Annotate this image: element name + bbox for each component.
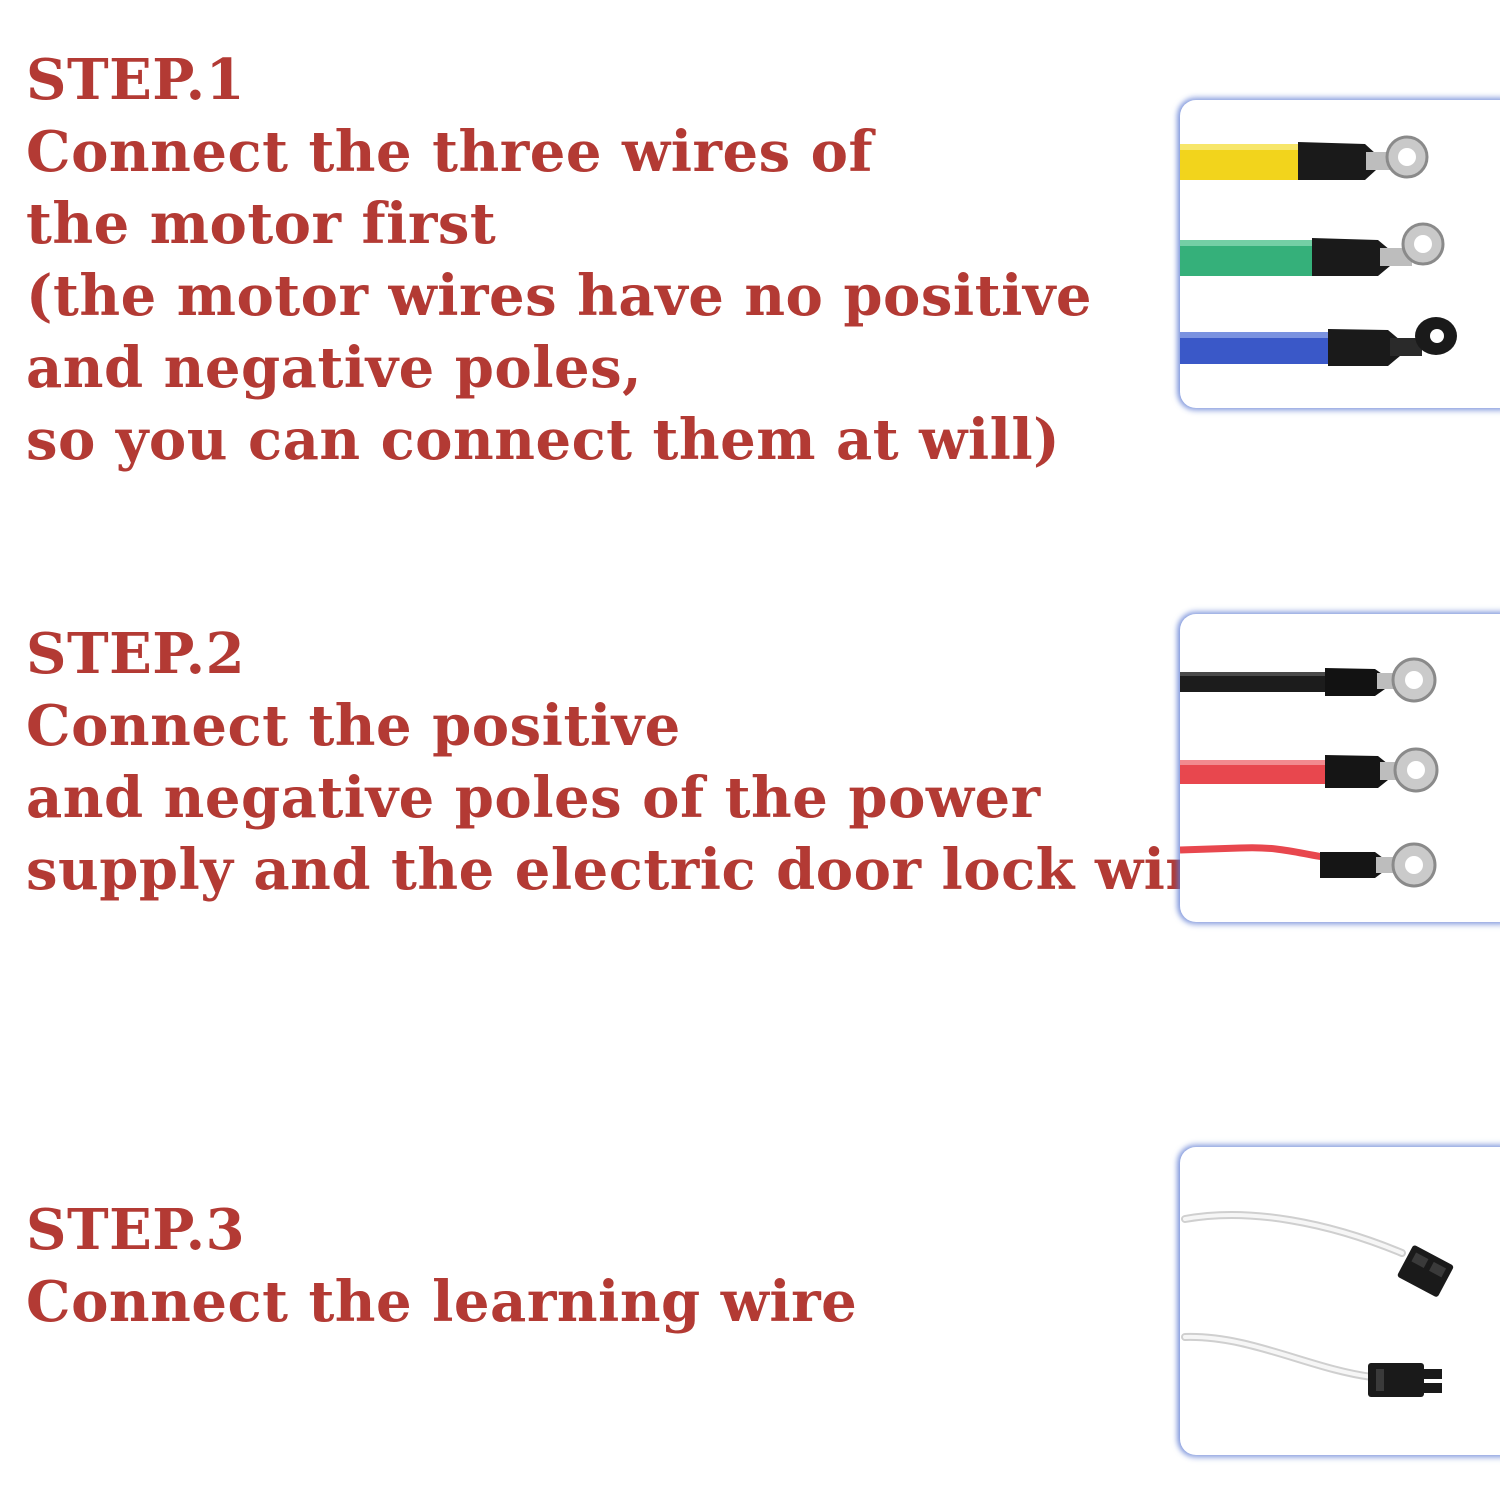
black-wire-sleeve bbox=[1325, 668, 1385, 696]
step-3-heading: STEP.3 bbox=[26, 1197, 246, 1263]
motor-wires-icon bbox=[1180, 135, 1457, 366]
door-lock-wire bbox=[1180, 844, 1331, 862]
step-2-block: STEP.2 Connect the positive and negative… bbox=[26, 618, 1232, 906]
step-1-line-1: Connect the three wires of bbox=[26, 119, 874, 185]
step-3-block: STEP.3 Connect the learning wire bbox=[26, 1194, 857, 1338]
step-3-line-1: Connect the learning wire bbox=[26, 1269, 858, 1335]
step-2-line-1: Connect the positive bbox=[26, 693, 681, 759]
step-1-heading: STEP.1 bbox=[26, 47, 246, 113]
blue-wire-sleeve bbox=[1328, 329, 1400, 366]
learning-wire-female-connector bbox=[1368, 1363, 1442, 1397]
learning-wire-image bbox=[1180, 1147, 1500, 1455]
step-2-line-2: and negative poles of the power bbox=[26, 765, 1041, 831]
step-1-line-2: the motor first bbox=[26, 191, 497, 257]
step-1-line-5: so you can connect them at will) bbox=[26, 407, 1061, 473]
yellow-wire-sleeve bbox=[1298, 142, 1376, 180]
green-wire-sleeve bbox=[1312, 238, 1390, 276]
black-wire bbox=[1180, 672, 1330, 692]
door-lock-wire-sleeve bbox=[1320, 852, 1383, 878]
learning-wire-male-connector bbox=[1397, 1245, 1454, 1297]
motor-wires-image bbox=[1180, 100, 1500, 408]
learning-wire-connector-icon bbox=[1181, 1211, 1454, 1397]
red-wire-sleeve bbox=[1325, 755, 1388, 788]
step-1-block: STEP.1 Connect the three wires of the mo… bbox=[26, 44, 1092, 476]
step-2-line-3: supply and the electric door lock wire bbox=[26, 837, 1232, 903]
step-1-line-4: and negative poles, bbox=[26, 335, 643, 401]
step-2-heading: STEP.2 bbox=[26, 621, 246, 687]
power-wires-icon bbox=[1180, 657, 1439, 888]
step-1-line-3: (the motor wires have no positive bbox=[26, 263, 1093, 329]
power-wires-image bbox=[1180, 614, 1500, 922]
